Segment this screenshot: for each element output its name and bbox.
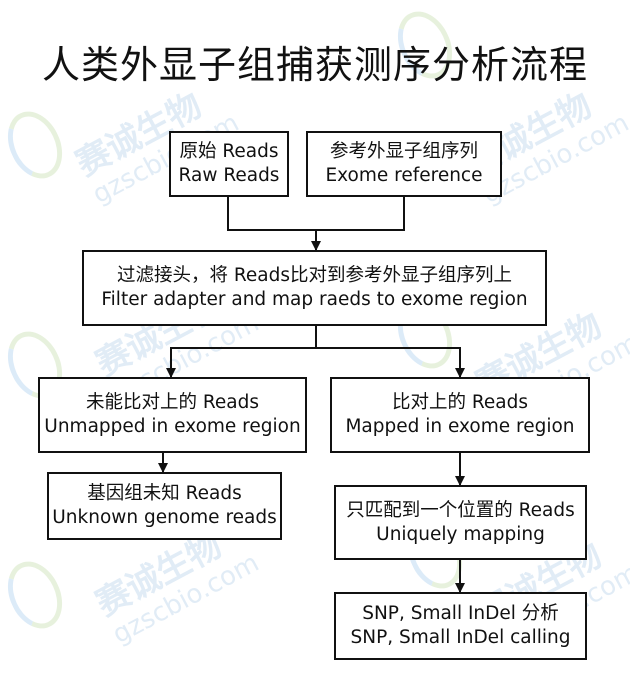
node-label-zh: 基因组未知 Reads [87, 483, 242, 504]
node-label-zh: 过滤接头，将 Reads比对到参考外显子组序列上 [116, 265, 512, 286]
node-unknown-genome: 基因组未知 Reads Unknown genome reads [47, 472, 282, 540]
node-label-zh: 比对上的 Reads [391, 392, 528, 413]
node-exome-reference: 参考外显子组序列 Exome reference [306, 131, 502, 197]
node-filter-map: 过滤接头，将 Reads比对到参考外显子组序列上 Filter adapter … [82, 250, 547, 326]
node-label-zh: 未能比对上的 Reads [85, 392, 259, 413]
node-label-en: SNP, Small InDel calling [350, 627, 571, 648]
node-label-en: Exome reference [325, 165, 483, 186]
node-uniquely-mapping: 只匹配到一个位置的 Reads Uniquely mapping [334, 485, 587, 560]
node-mapped: 比对上的 Reads Mapped in exome region [330, 377, 590, 453]
node-unmapped: 未能比对上的 Reads Unmapped in exome region [38, 377, 307, 453]
node-label-zh: SNP, Small InDel 分析 [362, 603, 559, 624]
node-label-zh: 参考外显子组序列 [329, 141, 478, 162]
node-raw-reads: 原始 Reads Raw Reads [169, 131, 289, 197]
node-label-en: Raw Reads [178, 165, 280, 186]
node-label-zh: 只匹配到一个位置的 Reads [346, 499, 575, 521]
node-label-en: Mapped in exome region [345, 416, 575, 437]
node-label-en: Filter adapter and map raeds to exome re… [101, 289, 528, 310]
diagram-title: 人类外显子组捕获测序分析流程 [41, 43, 588, 87]
node-label-en: Unknown genome reads [52, 507, 277, 528]
node-label-en: Uniquely mapping [376, 523, 545, 545]
node-label-en: Unmapped in exome region [44, 416, 301, 437]
node-label-zh: 原始 Reads [179, 141, 279, 162]
node-snp-calling: SNP, Small InDel 分析 SNP, Small InDel cal… [334, 592, 587, 660]
